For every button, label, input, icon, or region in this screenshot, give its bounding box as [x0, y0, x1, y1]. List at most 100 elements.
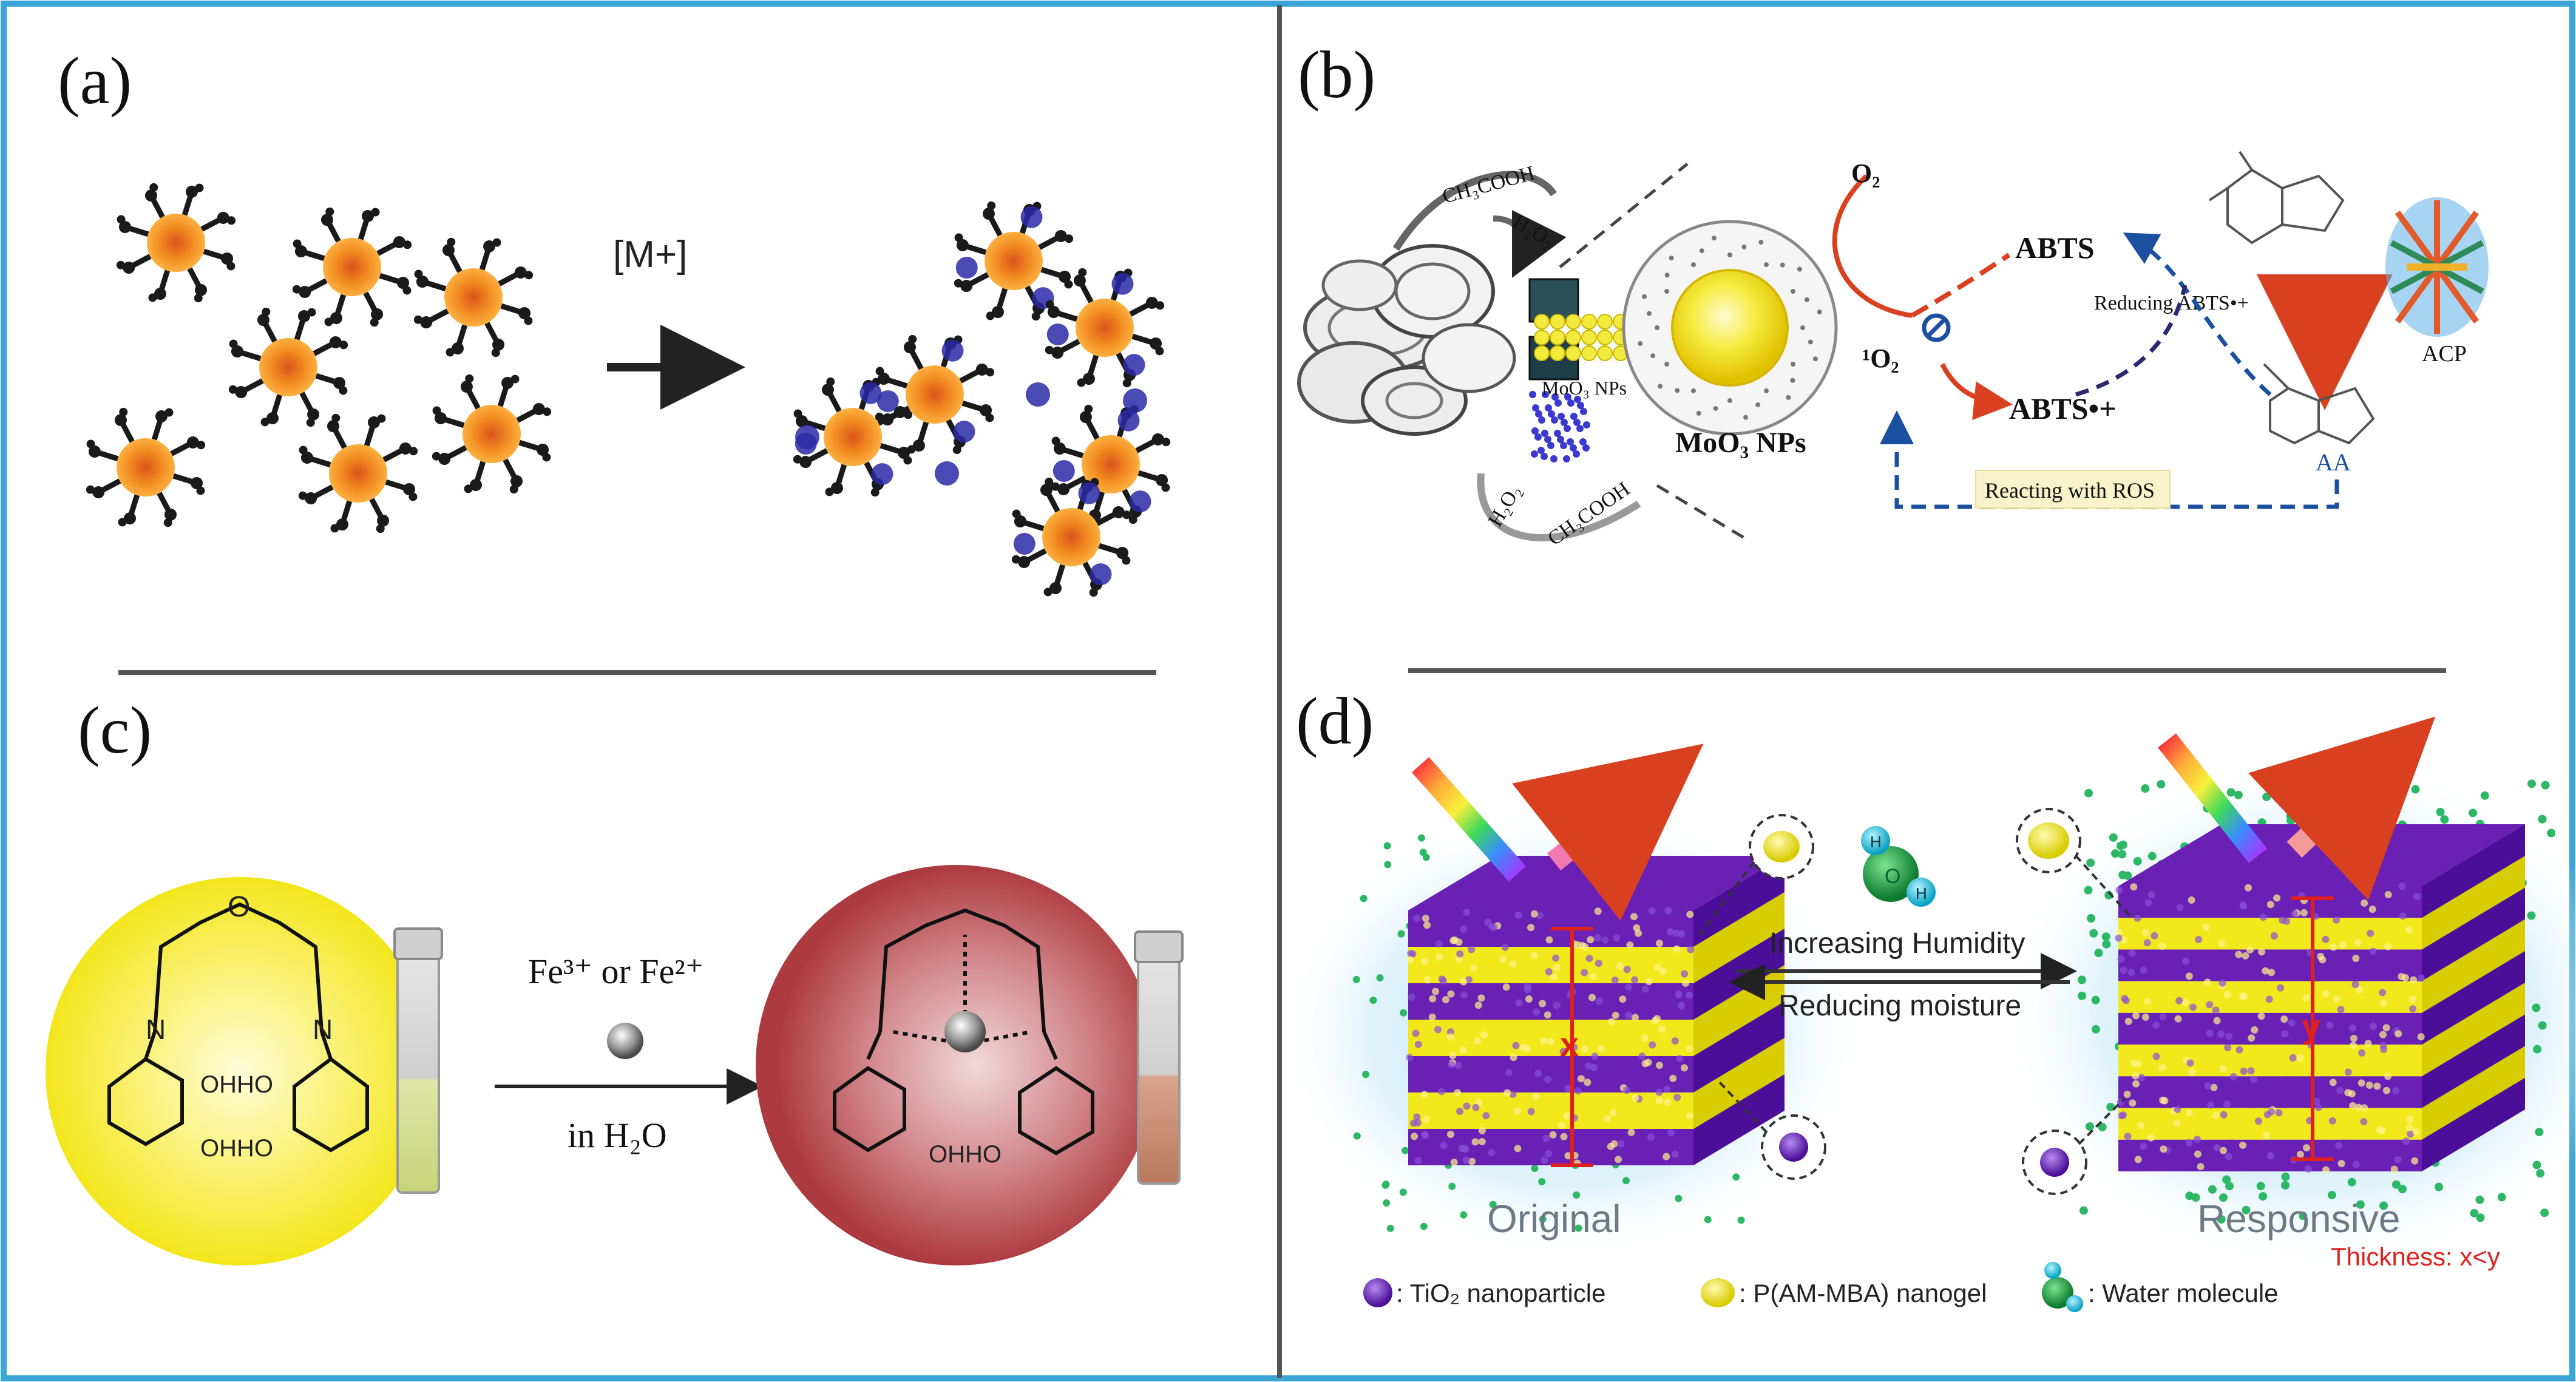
cube-particle [1460, 991, 1468, 999]
cube-particle [1413, 914, 1421, 922]
shell-ligand [1743, 415, 1749, 420]
water-droplet [1362, 1071, 1370, 1079]
cube-particle [1615, 1156, 1622, 1164]
water-droplet [1381, 1181, 1389, 1189]
shell-ligand [1741, 245, 1747, 250]
cube-particle [2384, 943, 2392, 950]
cube-particle [1590, 1063, 1598, 1071]
cube-particle [2409, 1005, 2417, 1013]
cube-particle [2365, 1081, 2373, 1089]
cube-particle [2409, 995, 2417, 1003]
nanoparticle-field-left [86, 183, 552, 533]
cube-particle [2185, 1139, 2193, 1147]
cube-particle [1545, 936, 1553, 944]
cube-particle [1553, 963, 1561, 971]
panel-c-label: (c) [78, 693, 152, 767]
cube-particle [2152, 1021, 2160, 1029]
cube-particle [1577, 1075, 1585, 1083]
cube-particle [2266, 901, 2274, 909]
ligand-capped-nanoparticle [954, 201, 1074, 321]
blue-particle [1535, 410, 1542, 418]
moo3-nanoparticle-core [1671, 269, 1789, 387]
cube-particle [1676, 1055, 1684, 1063]
water-droplet [2435, 1182, 2444, 1191]
nanoparticle-field-right [793, 201, 1171, 597]
cube-particle [2128, 949, 2136, 957]
cube-particle [2218, 979, 2226, 987]
water-droplet [2091, 995, 2100, 1004]
cube-particle [2333, 995, 2340, 1003]
cube-side-layer [1693, 1001, 1785, 1092]
inhibit-icon [1922, 313, 1951, 342]
cube-particle [1681, 970, 1689, 978]
blue-particle [1567, 438, 1574, 445]
cube-particle [1635, 929, 1642, 937]
cube-particle [1564, 1152, 1572, 1160]
metal-ion [953, 421, 975, 443]
cube-particle [1533, 1008, 1541, 1016]
shell-ligand [1780, 262, 1785, 268]
water-droplet [1397, 930, 1405, 938]
cube-particle [2411, 1157, 2419, 1165]
cube-particle [1503, 1089, 1511, 1097]
water-droplet [1383, 1199, 1391, 1207]
cube-side-layer [2422, 919, 2525, 1013]
panel-d: (d) x y [1281, 684, 2576, 1312]
cube-particle [2218, 940, 2226, 947]
blue-particle [1574, 396, 1581, 403]
cube-particle [1678, 930, 1686, 938]
cube-particle [1424, 976, 1432, 984]
cube-particle [1454, 1089, 1462, 1097]
moo3-particle [1581, 330, 1597, 345]
metal-ion [1117, 409, 1140, 432]
cube-side-layer [1693, 892, 1785, 983]
label-reacting: Reacting with ROS [1985, 478, 2155, 503]
cube-particle [1584, 1062, 1592, 1070]
cube-particle [2124, 1133, 2132, 1140]
panel-a-label: (a) [58, 44, 132, 118]
shell-ligand [1790, 378, 1795, 383]
blue-particle [1576, 425, 1584, 432]
shell-ligand [1764, 262, 1769, 268]
water-droplet [2185, 1191, 2194, 1201]
cube-particle [2240, 1067, 2248, 1075]
water-droplet [2133, 857, 2142, 866]
ligand-o-label: O [228, 891, 250, 923]
water-droplet [2157, 780, 2166, 789]
cube-particle [1505, 1069, 1513, 1077]
metal-ion [955, 257, 978, 279]
shell-ligand [1664, 289, 1670, 294]
cube-particle [1482, 1112, 1490, 1120]
blue-particle [1563, 455, 1570, 462]
cube-particle [1545, 1150, 1553, 1157]
cube-particle [2189, 1003, 2197, 1011]
cube-particle [1626, 941, 1634, 949]
blue-particle [1534, 433, 1542, 441]
zoom-line-bottom [1656, 484, 1749, 542]
cube-particle [1585, 955, 1593, 963]
cube-particle [1534, 1069, 1542, 1077]
blue-particle [1560, 442, 1567, 449]
water-droplet [1383, 842, 1391, 850]
cube-particle [2288, 1019, 2296, 1027]
curve-o2 [1832, 174, 1913, 318]
label-abts: ABTS [2015, 231, 2095, 265]
blue-particle [1561, 419, 1568, 426]
cube-particle [1510, 1054, 1517, 1062]
shell-ligand [1669, 256, 1674, 261]
cube-particle [2151, 932, 2158, 940]
metal-ion [1078, 482, 1100, 504]
cube-particle [1672, 929, 1680, 937]
metal-ion [1046, 323, 1069, 346]
water-molecule-icon: O H H [1861, 826, 1936, 907]
cube-particle [1456, 1107, 1464, 1115]
water-droplet [2111, 849, 2120, 858]
cube-particle [1591, 1052, 1599, 1060]
cube-particle [1617, 1140, 1625, 1148]
shell-ligand [1638, 341, 1643, 347]
shell-ligand [1800, 325, 1805, 330]
cube-particle [1638, 1052, 1646, 1060]
cube-particle [1687, 946, 1695, 954]
water-droplet [2532, 1003, 2541, 1012]
water-droplet [1420, 1222, 1428, 1230]
